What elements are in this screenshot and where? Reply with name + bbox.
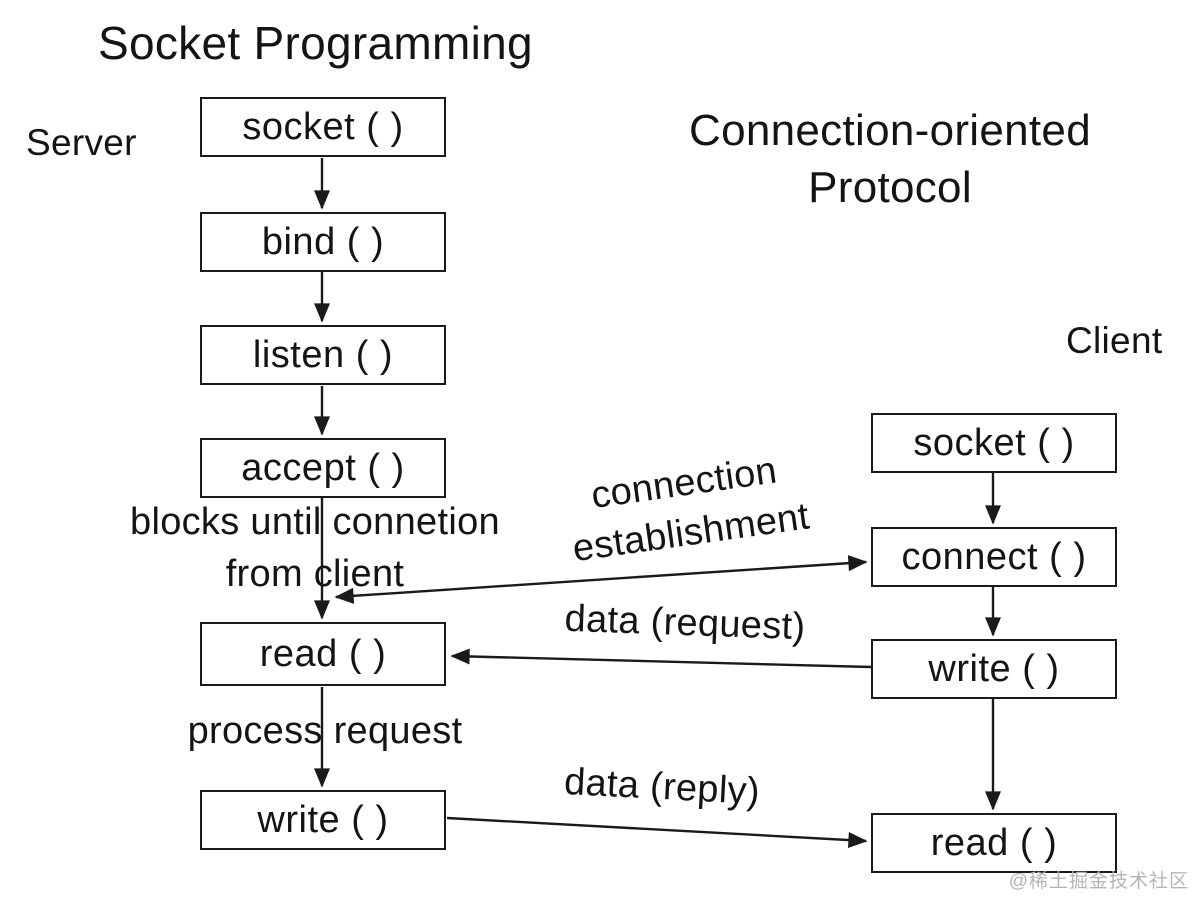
process-request-note: process request <box>187 710 463 752</box>
client-socket-box: socket ( ) <box>871 413 1117 473</box>
arrow-data-request <box>450 648 872 669</box>
protocol-title-line1: Connection-oriented <box>689 106 1091 155</box>
server-column-label: Server <box>26 122 137 163</box>
client-connect-box: connect ( ) <box>871 527 1117 587</box>
server-listen-box: listen ( ) <box>200 325 446 385</box>
arrow-connection-establishment <box>334 555 868 604</box>
client-read-box: read ( ) <box>871 813 1117 873</box>
client-write-box: write ( ) <box>871 639 1117 699</box>
server-read-box: read ( ) <box>200 622 446 686</box>
watermark: @稀土掘金技术社区 <box>1008 871 1189 892</box>
server-accept-box: accept ( ) <box>200 438 446 498</box>
blocks-until-connection-note: blocks until connetion from client <box>95 496 535 600</box>
page-title: Socket Programming <box>98 17 533 69</box>
blocks-note-line2: from client <box>225 553 405 595</box>
protocol-title-line2: Protocol <box>808 163 972 212</box>
server-bind-box: bind ( ) <box>200 212 446 272</box>
server-socket-box: socket ( ) <box>200 97 446 157</box>
server-write-box: write ( ) <box>200 790 446 850</box>
protocol-title: Connection-oriented Protocol <box>650 102 1130 216</box>
arrow-data-reply <box>446 816 868 849</box>
client-column-label: Client <box>1066 320 1163 361</box>
blocks-note-line1: blocks until connetion <box>130 501 500 543</box>
